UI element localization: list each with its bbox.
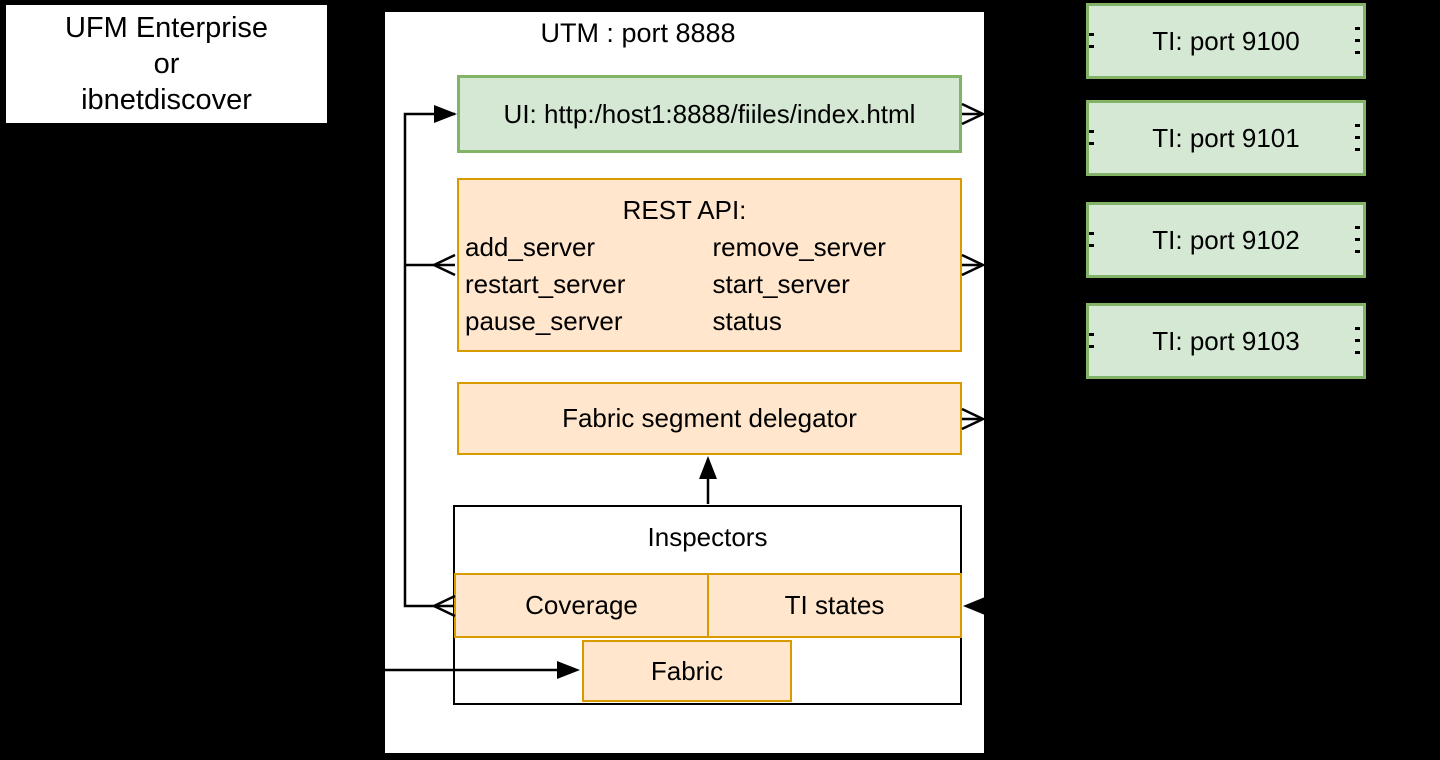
- connector-stub-right-icon: [1355, 327, 1360, 355]
- ti-server-box-9102: TI: port 9102: [1086, 202, 1366, 278]
- inspectors-title: Inspectors: [647, 521, 768, 552]
- connector-stub-left-icon: [1089, 333, 1094, 349]
- fabric-segment-delegator-box: Fabric segment delegator: [457, 382, 962, 455]
- coverage-label: Coverage: [525, 590, 638, 621]
- connector-stub-right-icon: [1355, 124, 1360, 152]
- rest-api-title: REST API:: [622, 195, 747, 225]
- rest-api-method-list: add_server remove_server restart_server …: [459, 229, 960, 340]
- utm-title: UTM : port 8888: [540, 18, 736, 49]
- ufm-line-2: or: [153, 48, 180, 80]
- fabric-label: Fabric: [650, 655, 724, 686]
- ti-server-box-9103: TI: port 9103: [1086, 303, 1366, 379]
- ui-box: UI: http:/host1:8888/fiiles/index.html: [457, 75, 962, 153]
- rest-api-box: REST API: add_server remove_server resta…: [457, 178, 962, 352]
- connector-stub-left-icon: [1089, 130, 1094, 146]
- connector-stub-right-icon: [1355, 27, 1360, 55]
- rest-method: pause_server: [465, 306, 623, 336]
- connector-stub-left-icon: [1089, 232, 1094, 248]
- ufm-line-1: UFM Enterprise: [64, 12, 269, 44]
- rest-method: status: [712, 306, 782, 336]
- ti-server-label: TI: port 9101: [1152, 122, 1300, 153]
- rest-method: remove_server: [712, 232, 886, 262]
- ui-box-label: UI: http:/host1:8888/fiiles/index.html: [503, 98, 916, 129]
- ti-server-label: TI: port 9100: [1152, 25, 1300, 56]
- fabric-box: Fabric: [582, 640, 792, 702]
- ufm-line-3: ibnetdiscover: [81, 84, 252, 116]
- delegator-label: Fabric segment delegator: [562, 403, 857, 434]
- coverage-box: Coverage: [454, 573, 709, 638]
- connector-stub-left-icon: [1089, 33, 1094, 49]
- connector-stub-right-icon: [1355, 226, 1360, 254]
- rest-method: restart_server: [465, 269, 626, 299]
- rest-method: start_server: [712, 269, 850, 299]
- rest-method: add_server: [465, 232, 596, 262]
- ti-server-label: TI: port 9103: [1152, 325, 1300, 356]
- ti-server-box-9100: TI: port 9100: [1086, 3, 1366, 79]
- ti-states-label: TI states: [784, 590, 885, 621]
- ti-states-box: TI states: [707, 573, 962, 638]
- ti-server-label: TI: port 9102: [1152, 224, 1300, 255]
- ti-server-box-9101: TI: port 9101: [1086, 100, 1366, 176]
- ufm-source-box: UFM Enterprise or ibnetdiscover: [4, 3, 329, 125]
